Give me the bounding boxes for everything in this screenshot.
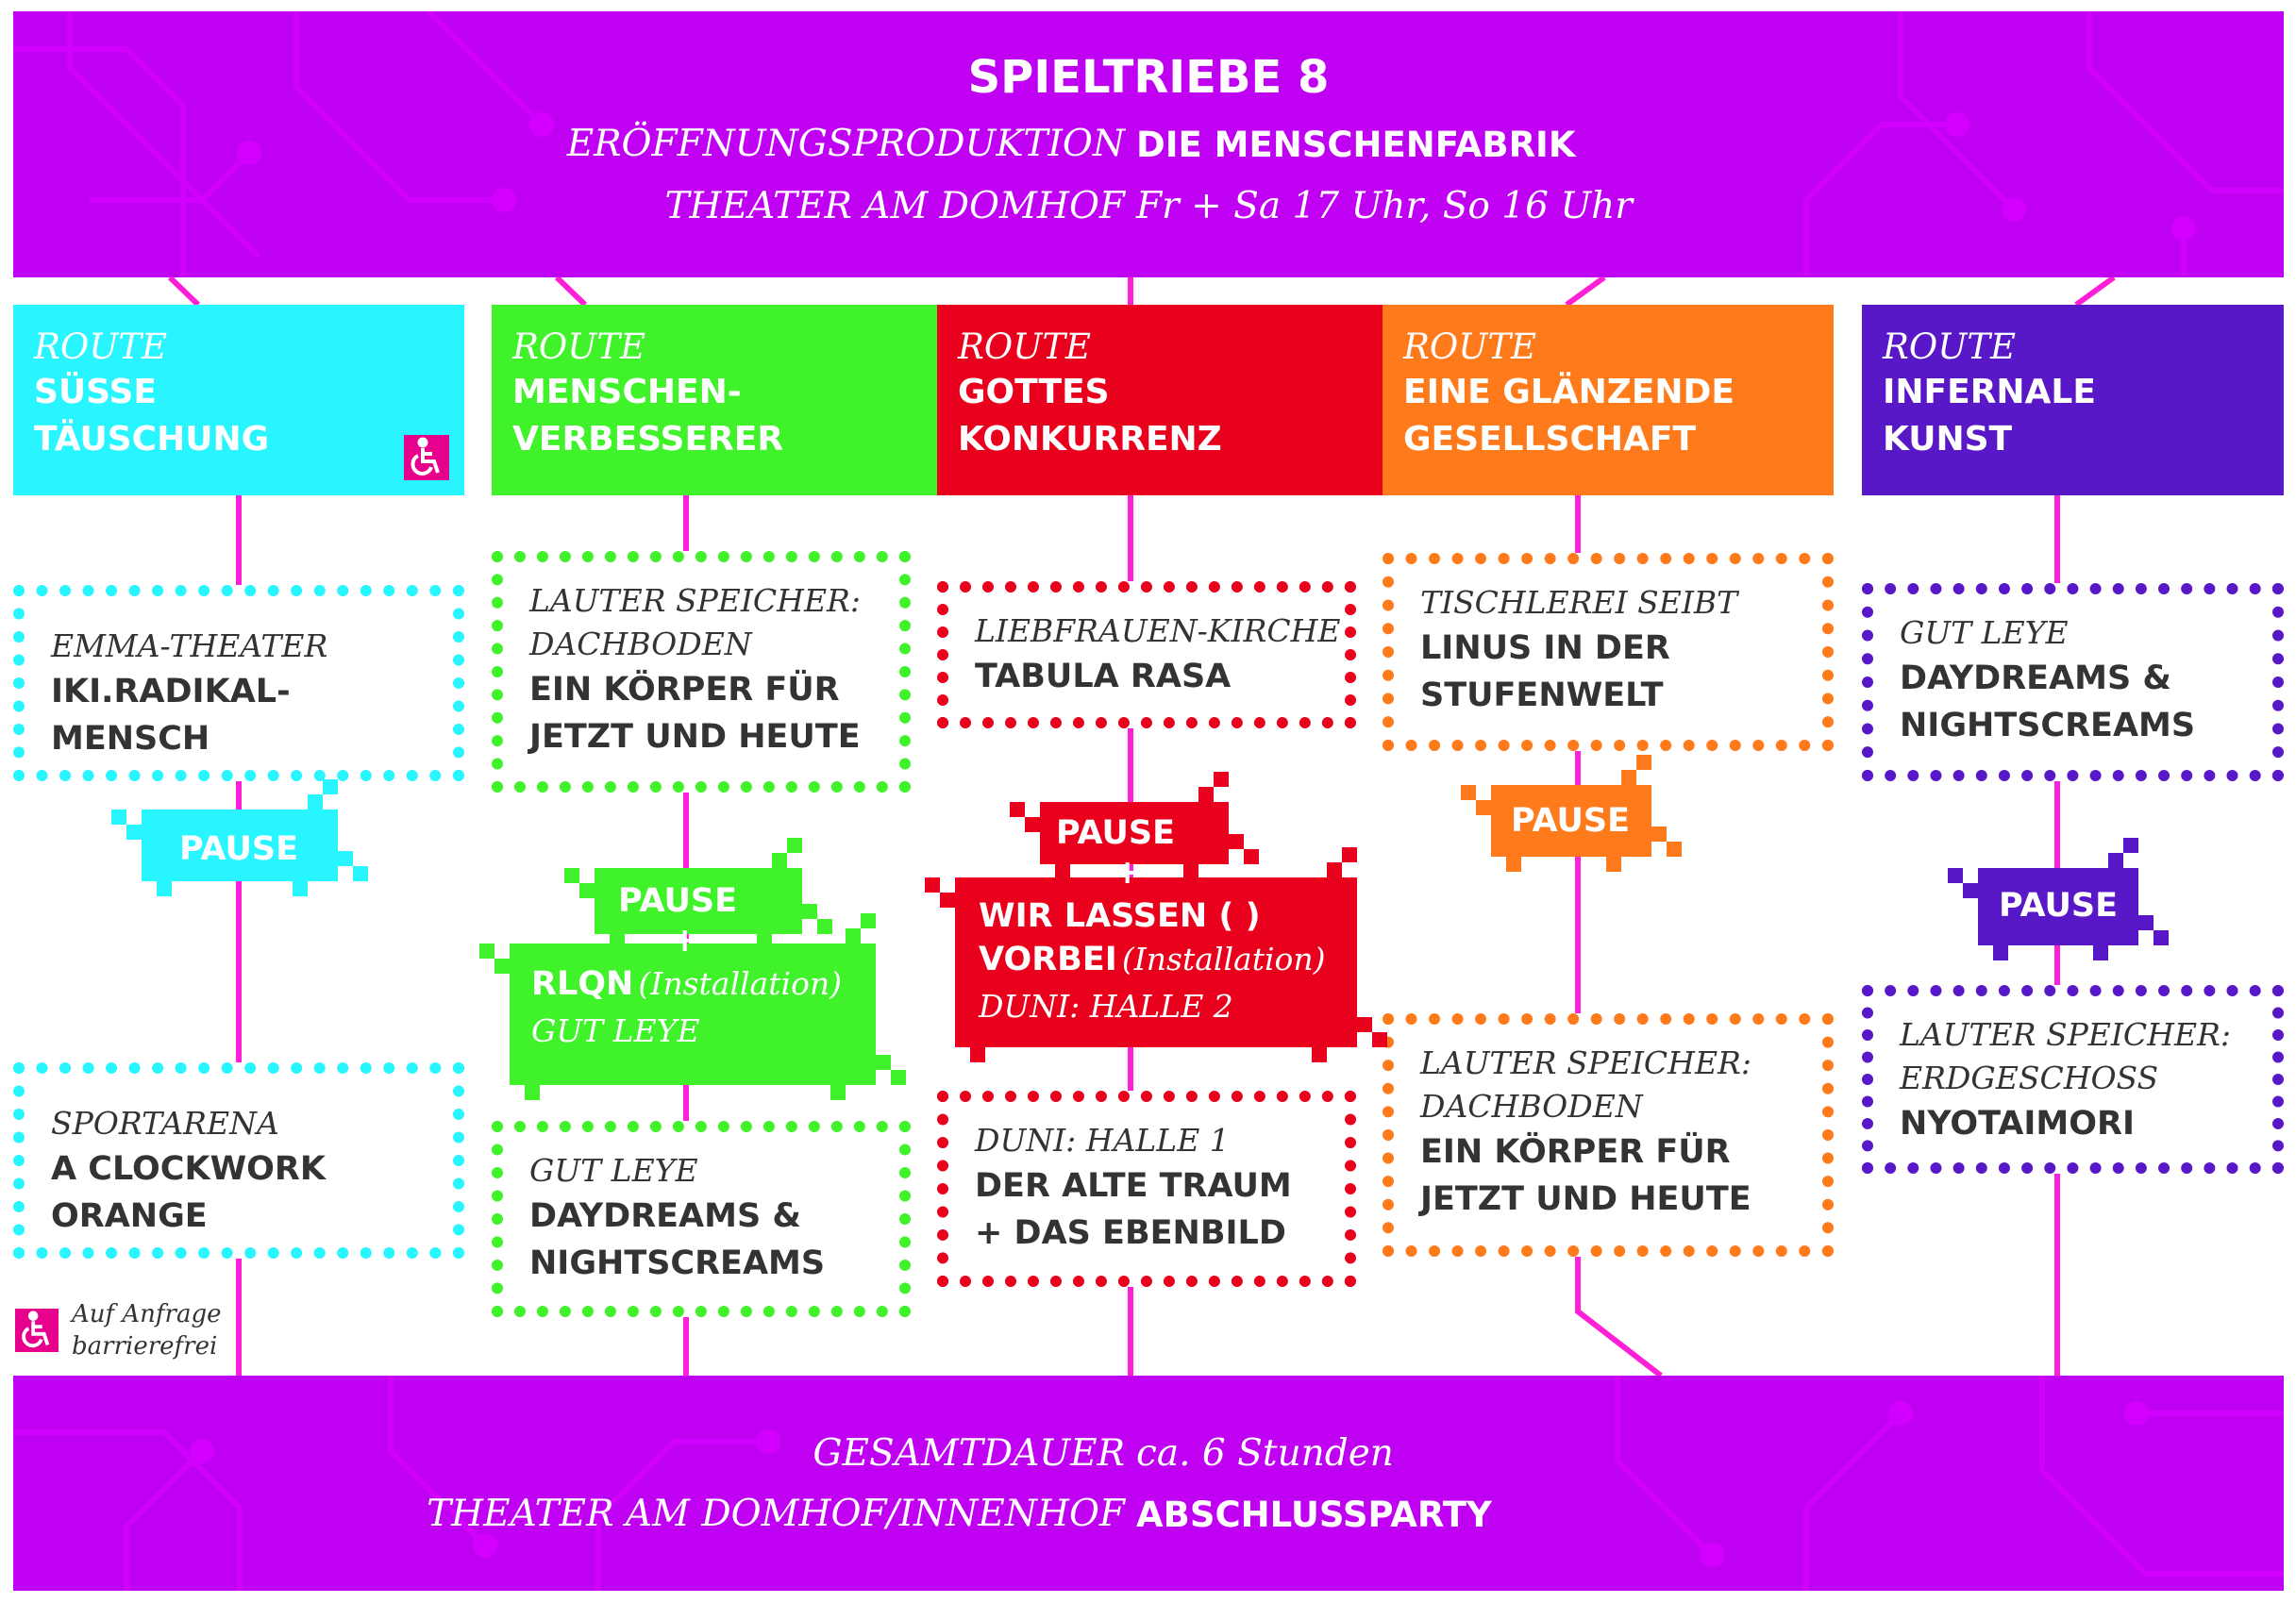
footer-line-2-label: THEATER AM DOMHOF/INNENHOF — [427, 1493, 1125, 1535]
venue: LAUTER SPEICHER: ERDGESCHOSS — [1900, 1016, 2232, 1096]
page-title: SPIELTRIEBE 8 — [967, 51, 1330, 104]
venue: TISCHLEREI SEIBT — [1420, 584, 1738, 621]
accessibility-note: Auf Anfrage barrierefrei — [72, 1298, 222, 1362]
route-3-stop-2: DUNI: HALLE 1 DER ALTE TRAUM + DAS EBENB… — [937, 1091, 1356, 1287]
venue: LAUTER SPEICHER: DACHBODEN — [1420, 1044, 1752, 1125]
route-name: SÜSSE TÄUSCHUNG — [34, 373, 270, 459]
route-2-stop-2: GUT LEYE DAYDREAMS & NIGHTSCREAMS — [492, 1121, 911, 1317]
route-name: EINE GLÄNZENDE GESELLSCHAFT — [1403, 373, 1735, 459]
route-1-stop-2: SPORTARENA A CLOCKWORK ORANGE — [13, 1062, 464, 1259]
wheelchair-icon — [404, 435, 449, 480]
route-3-pause-block: PAUSE + WIR LASSEN ( ) VORBEI (Installat… — [979, 810, 1356, 1030]
route-label: ROUTE — [1883, 326, 2017, 367]
production-title: DER ALTE TRAUM + DAS EBENBILD — [975, 1167, 1292, 1252]
route-5-stop-2: LAUTER SPEICHER: ERDGESCHOSS NYOTAIMORI — [1862, 985, 2284, 1174]
production-title: EIN KÖRPER FÜR JETZT UND HEUTE — [1420, 1133, 1751, 1218]
route-2-stop-1: LAUTER SPEICHER: DACHBODEN EIN KÖRPER FÜ… — [492, 551, 911, 793]
accessibility-note-line-2: barrierefrei — [72, 1332, 218, 1361]
venue: LIEBFRAUEN-KIRCHE — [975, 612, 1341, 649]
route-name: GOTTES KONKURRENZ — [958, 373, 1222, 459]
footer-circuit-pattern — [13, 1376, 2284, 1591]
production-title: NYOTAIMORI — [1900, 1105, 2135, 1143]
production-title: LINUS IN DER STUFENWELT — [1420, 629, 1670, 714]
footer-line-1-label: GESAMTDAUER — [813, 1432, 1125, 1475]
route-3-stop-1: LIEBFRAUEN-KIRCHE TABULA RASA — [937, 581, 1356, 728]
production-title: A CLOCKWORK ORANGE — [51, 1150, 327, 1235]
installation-title: RLQN — [531, 965, 634, 1003]
header-banner: SPIELTRIEBE 8 ERÖFFNUNGSPRODUKTION DIE M… — [13, 11, 2284, 277]
route-4-stop-2: LAUTER SPEICHER: DACHBODEN EIN KÖRPER FÜ… — [1383, 1013, 1834, 1257]
production-title: IKI.RADIKAL- MENSCH — [51, 673, 291, 758]
route-name: MENSCHEN- VERBESSERER — [512, 373, 784, 459]
venue: SPORTARENA — [51, 1105, 279, 1142]
venue: LAUTER SPEICHER: DACHBODEN — [529, 582, 862, 662]
production-title: DAYDREAMS & NIGHTSCREAMS — [1900, 660, 2196, 744]
venue: GUT LEYE — [529, 1152, 698, 1189]
footer-line-1-value: ca. 6 Stunden — [1136, 1432, 1394, 1475]
installation-note: (Installation) — [1121, 941, 1326, 977]
venue: EMMA-THEATER — [51, 627, 328, 664]
installation-note: (Installation) — [638, 965, 843, 1002]
production-title: EIN KÖRPER FÜR JETZT UND HEUTE — [529, 671, 861, 756]
installation-venue: GUT LEYE — [531, 1012, 700, 1049]
route-label: ROUTE — [1403, 326, 1537, 367]
route-header-2: ROUTE MENSCHEN- VERBESSERER — [492, 305, 943, 495]
route-4-stop-1: TISCHLEREI SEIBT LINUS IN DER STUFENWELT — [1383, 553, 1834, 751]
venue: GUT LEYE — [1900, 614, 2069, 651]
installation-line: VORBEI (Installation) — [979, 936, 1356, 983]
footer-banner: GESAMTDAUER ca. 6 Stunden THEATER AM DOM… — [13, 1376, 2284, 1591]
route-2-pause-block: PAUSE + RLQN (Installation) GUT LEYE — [531, 877, 871, 1055]
footer-line-2-value: ABSCHLUSSPARTY — [1136, 1494, 1492, 1535]
production-title: DAYDREAMS & NIGHTSCREAMS — [529, 1197, 826, 1282]
route-label: ROUTE — [958, 326, 1092, 367]
route-header-3: ROUTE GOTTES KONKURRENZ — [937, 305, 1388, 495]
pause-label: PAUSE — [1056, 814, 1175, 852]
route-1-stop-1: EMMA-THEATER IKI.RADIKAL- MENSCH — [13, 585, 464, 781]
route-label: ROUTE — [512, 326, 646, 367]
accessibility-note-line-1: Auf Anfrage — [72, 1300, 222, 1328]
pause-label: PAUSE — [618, 882, 737, 920]
installation-venue: DUNI: HALLE 2 — [979, 988, 1233, 1025]
header-circuit-pattern — [13, 11, 2284, 276]
route-name: INFERNALE KUNST — [1883, 373, 2096, 459]
route-label: ROUTE — [34, 326, 168, 367]
installation-title-line-1: WIR LASSEN ( ) — [979, 897, 1261, 935]
header-line-2-label: THEATER AM DOMHOF — [664, 185, 1125, 227]
route-header-5: ROUTE INFERNALE KUNST — [1862, 305, 2284, 495]
header-line-1-label: ERÖFFNUNGSPRODUKTION — [566, 123, 1125, 165]
wheelchair-icon — [15, 1309, 59, 1352]
route-header-4: ROUTE EINE GLÄNZENDE GESELLSCHAFT — [1383, 305, 1834, 495]
route-4-pause-label: PAUSE — [1511, 802, 1630, 840]
installation-title-line-2: VORBEI — [979, 941, 1117, 978]
route-1-pause-label: PAUSE — [179, 830, 298, 868]
route-header-1: ROUTE SÜSSE TÄUSCHUNG — [13, 305, 464, 495]
route-5-stop-1: GUT LEYE DAYDREAMS & NIGHTSCREAMS — [1862, 583, 2284, 781]
header-line-2-value: Fr + Sa 17 Uhr, So 16 Uhr — [1136, 185, 1633, 227]
production-title: TABULA RASA — [975, 658, 1232, 695]
plus-sign: + — [1114, 854, 1142, 892]
venue: DUNI: HALLE 1 — [975, 1122, 1230, 1159]
plus-sign: + — [671, 922, 699, 960]
installation-line: RLQN (Installation) — [531, 960, 871, 1008]
header-line-1-value: DIE MENSCHENFABRIK — [1136, 125, 1576, 165]
route-5-pause-label: PAUSE — [1999, 887, 2118, 925]
